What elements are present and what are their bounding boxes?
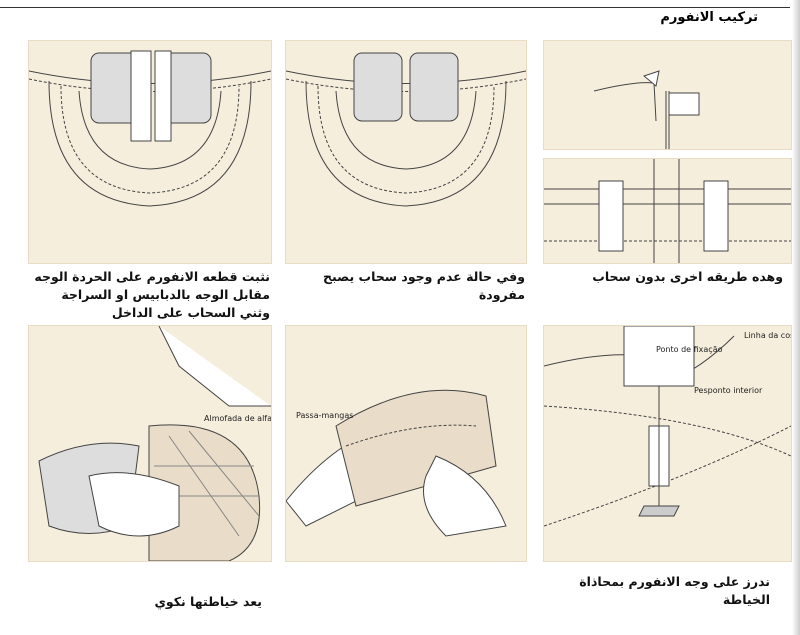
illustration-facing-seam xyxy=(543,158,792,264)
label-passa-mangas: Passa-mangas xyxy=(296,411,353,420)
illustration-sleeve-board: Passa-mangas xyxy=(285,325,527,562)
illustration-neckline-open xyxy=(285,40,527,264)
illustration-sewing-machine: Ponto de fixação Linha da costura Pespon… xyxy=(543,325,792,562)
illustration-ironing-pad: Almofada de alfaiate xyxy=(28,325,272,562)
label-ponto-fixacao: Ponto de fixação xyxy=(656,345,723,354)
caption-pin-facing: نثبت قطعه الانفورم على الحردة الوجه مقاب… xyxy=(34,269,270,320)
label-linha-costura: Linha da costura xyxy=(744,331,791,340)
caption-no-zipper: وفي حالة عدم وجود سحاب يصبح مفرودة xyxy=(323,269,525,302)
caption-other-method: وهده طريقه اخرى بدون سحاب xyxy=(592,269,783,284)
caption-iron-after-sewing: يعد خياطتها نكوي xyxy=(154,594,262,609)
illustration-neckline-zipper xyxy=(28,40,272,264)
caption-topstitch: ندرز على وجه الانفورم بمحاذاة الخياطة xyxy=(579,574,770,607)
label-almofada: Almofada de alfaiate xyxy=(204,414,271,423)
top-rule xyxy=(0,7,790,8)
illustration-facing-pieces xyxy=(543,40,792,150)
page-title: تركيب الانفورم xyxy=(660,10,758,25)
scan-edge-shadow xyxy=(792,0,800,635)
label-pesponto-interior: Pesponto interior xyxy=(694,386,763,395)
